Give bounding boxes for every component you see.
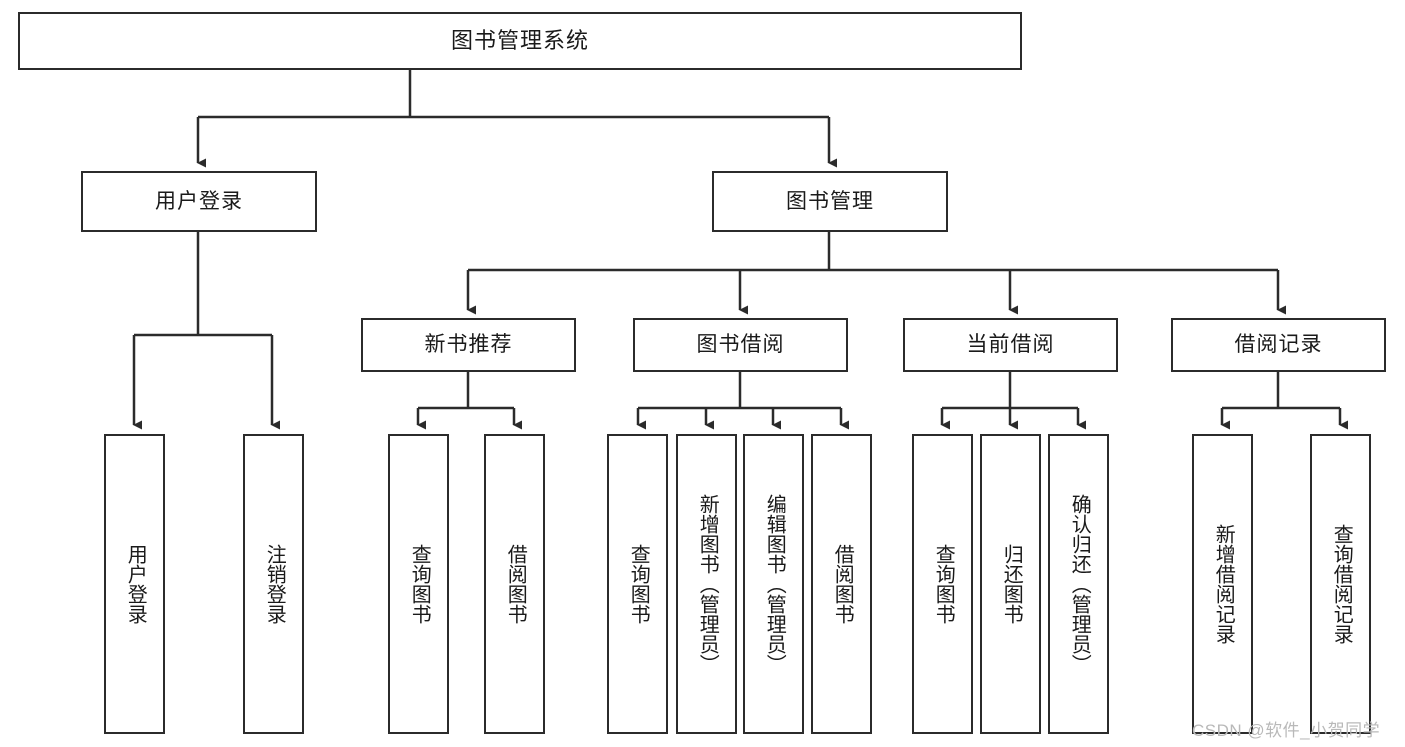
node-new-book-recommend-label: 新书推荐 xyxy=(424,333,513,357)
leaf-user-logout-label: 注销登录 xyxy=(263,544,286,624)
leaf-user-login[interactable]: 用户登录 xyxy=(104,434,165,734)
leaf-confirm-return-admin[interactable]: 确认归还（管理员） xyxy=(1048,434,1109,734)
node-user-login[interactable]: 用户登录 xyxy=(81,171,317,232)
leaf-borrow-book-1[interactable]: 借阅图书 xyxy=(484,434,545,734)
node-current-borrow[interactable]: 当前借阅 xyxy=(903,318,1118,372)
leaf-add-borrow-record[interactable]: 新增借阅记录 xyxy=(1192,434,1253,734)
leaf-add-book-admin[interactable]: 新增图书（管理员） xyxy=(676,434,737,734)
node-book-manage-label: 图书管理 xyxy=(786,189,874,213)
leaf-user-login-label: 用户登录 xyxy=(124,544,147,624)
leaf-query-book-3-label: 查询图书 xyxy=(932,544,955,624)
leaf-query-book-3[interactable]: 查询图书 xyxy=(912,434,973,734)
node-book-borrow-label: 图书借阅 xyxy=(696,333,785,357)
node-new-book-recommend[interactable]: 新书推荐 xyxy=(361,318,576,372)
node-borrow-record-label: 借阅记录 xyxy=(1234,333,1323,357)
leaf-confirm-return-admin-label: 确认归还（管理员） xyxy=(1068,494,1091,674)
leaf-query-book-1-label: 查询图书 xyxy=(408,544,431,624)
leaf-query-book-1[interactable]: 查询图书 xyxy=(388,434,449,734)
leaf-borrow-book-2-label: 借阅图书 xyxy=(831,544,854,624)
leaf-borrow-book-2[interactable]: 借阅图书 xyxy=(811,434,872,734)
node-book-manage[interactable]: 图书管理 xyxy=(712,171,948,232)
node-current-borrow-label: 当前借阅 xyxy=(966,333,1055,357)
leaf-query-book-2-label: 查询图书 xyxy=(627,544,650,624)
node-user-login-label: 用户登录 xyxy=(155,189,243,213)
leaf-add-book-admin-label: 新增图书（管理员） xyxy=(696,494,719,674)
leaf-edit-book-admin[interactable]: 编辑图书（管理员） xyxy=(743,434,804,734)
node-borrow-record[interactable]: 借阅记录 xyxy=(1171,318,1386,372)
node-book-borrow[interactable]: 图书借阅 xyxy=(633,318,848,372)
leaf-edit-book-admin-label: 编辑图书（管理员） xyxy=(763,494,786,674)
leaf-borrow-book-1-label: 借阅图书 xyxy=(504,544,527,624)
watermark: CSDN @软件_小贺同学 xyxy=(1192,721,1381,740)
node-root[interactable]: 图书管理系统 xyxy=(18,12,1022,70)
leaf-query-borrow-record[interactable]: 查询借阅记录 xyxy=(1310,434,1371,734)
leaf-query-borrow-record-label: 查询借阅记录 xyxy=(1330,524,1353,644)
leaf-add-borrow-record-label: 新增借阅记录 xyxy=(1212,524,1235,644)
leaf-return-book-label: 归还图书 xyxy=(1000,544,1023,624)
node-root-label: 图书管理系统 xyxy=(450,27,589,53)
leaf-query-book-2[interactable]: 查询图书 xyxy=(607,434,668,734)
leaf-return-book[interactable]: 归还图书 xyxy=(980,434,1041,734)
leaf-user-logout[interactable]: 注销登录 xyxy=(243,434,304,734)
